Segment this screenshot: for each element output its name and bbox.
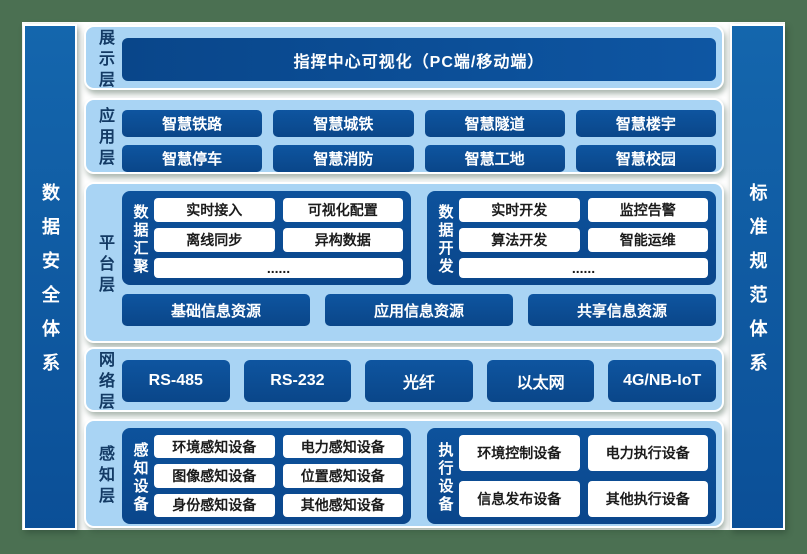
group-label: 数据开发 [436,203,454,276]
device-pill: 环境控制设备 [459,435,580,471]
device-pill: 身份感知设备 [154,493,275,517]
layer-label-network: 网络层 [96,350,113,414]
side-bar-label: 数据安全体系 [40,183,60,387]
network-item: 以太网 [486,360,595,402]
platform-pill-more: ...... [459,258,708,278]
device-pill: 环境感知设备 [154,435,275,459]
panel-platform-layer: 平台层 数据汇聚 实时接入 可视化配置 离线同步 异构数据 ...... [84,182,724,343]
layer-label-platform: 平台层 [96,233,113,297]
group-data-development: 数据开发 实时开发 监控告警 算法开发 智能运维 ...... [427,191,716,285]
app-item: 智慧楼宇 [575,110,716,137]
group-label: 数据汇聚 [131,203,149,276]
device-pill: 电力执行设备 [587,435,708,471]
panel-application-layer: 应用层 智慧铁路 智慧城铁 智慧隧道 智慧楼宇 智慧停车 智慧消防 智慧工地 智… [84,98,724,174]
platform-pill: 可视化配置 [282,198,403,222]
layer-label-display: 展示层 [96,28,113,92]
network-item: RS-232 [243,360,352,402]
resource-box: 应用信息资源 [325,294,513,326]
device-pill: 其他感知设备 [282,493,403,517]
layer-label-application: 应用层 [96,107,113,170]
group-label: 执行设备 [436,441,454,514]
panel-perception-layer: 感知层 感知设备 环境感知设备 电力感知设备 图像感知设备 位置感知设备 身份感… [84,419,724,528]
group-label: 感知设备 [131,441,149,514]
application-grid: 智慧铁路 智慧城铁 智慧隧道 智慧楼宇 智慧停车 智慧消防 智慧工地 智慧校园 [122,100,722,172]
network-item: 4G/NB-IoT [608,360,716,402]
network-item: 光纤 [365,360,473,402]
device-pill: 其他执行设备 [587,481,708,517]
device-pill: 电力感知设备 [282,435,403,459]
platform-pill: 异构数据 [282,228,403,252]
app-item: 智慧隧道 [424,110,565,137]
layer-label-perception: 感知层 [96,444,113,508]
network-row: RS-485 RS-232 光纤 以太网 4G/NB-IoT [122,349,722,402]
platform-pill: 智能运维 [587,228,708,252]
side-bar-label: 标准规范体系 [747,183,768,387]
platform-pill: 实时开发 [459,198,580,222]
resource-row: 基础信息资源 应用信息资源 共享信息资源 [122,285,722,326]
app-item: 智慧停车 [122,145,263,172]
resource-box: 基础信息资源 [122,294,310,326]
app-item: 智慧铁路 [122,110,263,137]
platform-pill-more: ...... [154,258,403,278]
app-item: 智慧消防 [273,145,414,172]
platform-pill: 离线同步 [154,228,275,252]
group-sensing-devices: 感知设备 环境感知设备 电力感知设备 图像感知设备 位置感知设备 身份感知设备 … [122,428,411,524]
group-data-aggregation: 数据汇聚 实时接入 可视化配置 离线同步 异构数据 ...... [122,191,411,285]
resource-box: 共享信息资源 [528,294,716,326]
device-pill: 信息发布设备 [459,481,580,517]
network-item: RS-485 [122,360,230,402]
panel-network-layer: 网络层 RS-485 RS-232 光纤 以太网 4G/NB-IoT [84,347,724,414]
device-pill: 位置感知设备 [282,464,403,488]
side-bar-standards: 标准规范体系 [730,24,785,530]
app-item: 智慧工地 [424,145,565,172]
platform-pill: 算法开发 [459,228,580,252]
device-pill: 图像感知设备 [154,464,275,488]
platform-pill: 监控告警 [587,198,708,222]
app-item: 智慧校园 [575,145,716,172]
panel-display-layer: 展示层 指挥中心可视化（PC端/移动端） [84,25,724,92]
group-execution-devices: 执行设备 环境控制设备 电力执行设备 信息发布设备 其他执行设备 [427,428,716,524]
side-bar-data-security: 数据安全体系 [23,24,77,530]
app-item: 智慧城铁 [273,110,414,137]
platform-pill: 实时接入 [154,198,275,222]
command-center-box: 指挥中心可视化（PC端/移动端） [122,38,716,81]
